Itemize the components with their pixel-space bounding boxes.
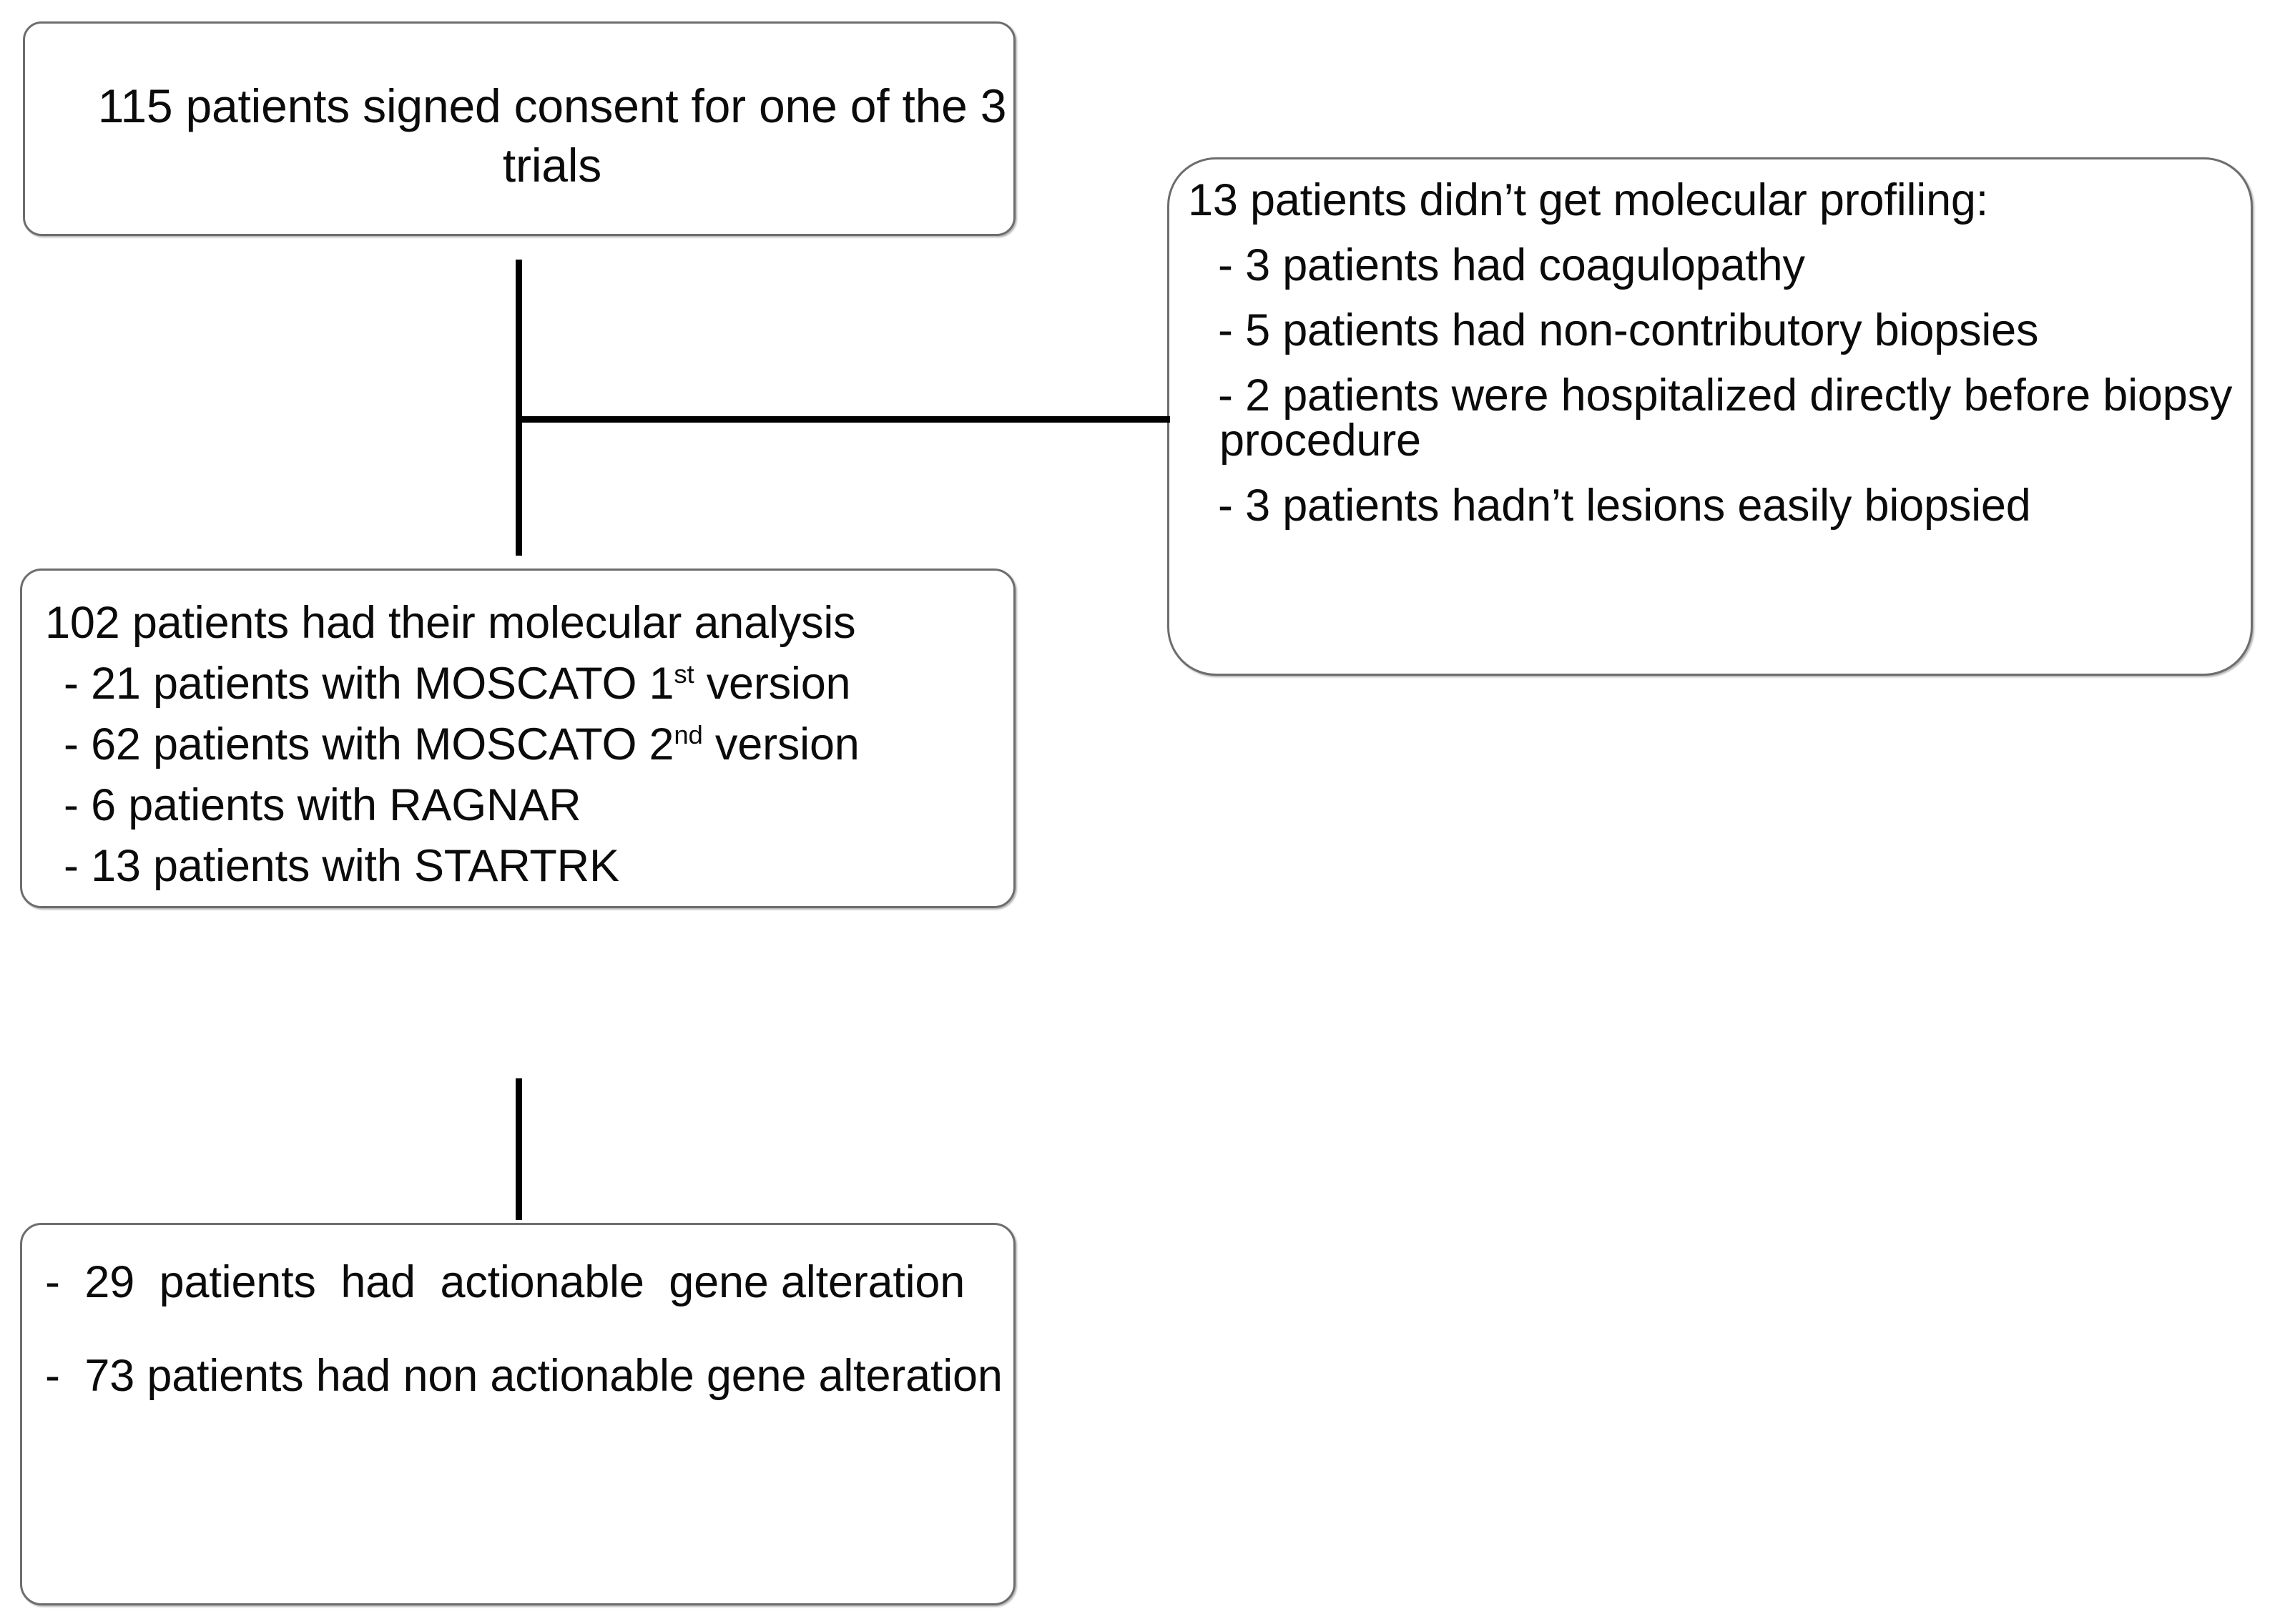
analysis-item-moscato1: - 21 patients with MOSCATO 1st version xyxy=(45,661,1036,707)
exclusions-heading: 13 patients didn’t get molecular profili… xyxy=(1188,175,1989,225)
gene-item-non-actionable: - 73 patients had non actionable gene al… xyxy=(45,1350,1003,1401)
gene-item-actionable: - 29 patients had actionable gene altera… xyxy=(45,1257,965,1307)
exclusions-item-nolesions: - 3 patients hadn’t lesions easily biops… xyxy=(1218,481,2031,531)
analysis-item-moscato2: - 62 patients with MOSCATO 2nd version xyxy=(45,722,1036,767)
analysis-item-moscato1-suffix: version xyxy=(694,659,851,709)
exclusions-box: 13 patients didn’t get molecular profili… xyxy=(1167,157,2253,676)
molecular-analysis-box: 102 patients had their molecular analysi… xyxy=(20,569,1016,908)
analysis-item-moscato2-sup: nd xyxy=(674,720,703,749)
exclusions-item-noncontributory: - 5 patients had non-contributory biopsi… xyxy=(1218,305,2039,355)
molecular-analysis-box-content: 102 patients had their molecular analysi… xyxy=(22,571,1058,948)
consent-box-content: 115 patients signed consent for one of t… xyxy=(25,24,1079,248)
gene-alteration-box: - 29 patients had actionable gene altera… xyxy=(20,1223,1016,1605)
analysis-item-moscato2-suffix: version xyxy=(702,719,860,769)
analysis-item-moscato1-prefix: - 21 patients with MOSCATO 1 xyxy=(64,659,674,709)
analysis-item-moscato1-sup: st xyxy=(674,659,694,689)
exclusions-item-hospitalized: - 2 patients were hospitalized directly … xyxy=(1218,370,2245,466)
analysis-item-moscato2-prefix: - 62 patients with MOSCATO 2 xyxy=(64,719,674,769)
connector-analysis-to-gene xyxy=(516,1078,522,1220)
consent-box: 115 patients signed consent for one of t… xyxy=(23,21,1016,236)
analysis-item-startrk: - 13 patients with STARTRK xyxy=(64,841,619,891)
analysis-item-ragnar: - 6 patients with RAGNAR xyxy=(64,780,581,830)
analysis-heading: 102 patients had their molecular analysi… xyxy=(45,598,856,648)
consent-text: 115 patients signed consent for one of t… xyxy=(97,79,1020,192)
connector-branch-to-exclusions xyxy=(516,416,1170,423)
exclusions-item-coagulopathy: - 3 patients had coagulopathy xyxy=(1218,240,1805,290)
gene-alteration-box-content: - 29 patients had actionable gene altera… xyxy=(22,1225,1058,1624)
exclusions-box-content: 13 patients didn’t get molecular profili… xyxy=(1169,159,2285,709)
connector-consent-to-analysis xyxy=(516,260,522,556)
